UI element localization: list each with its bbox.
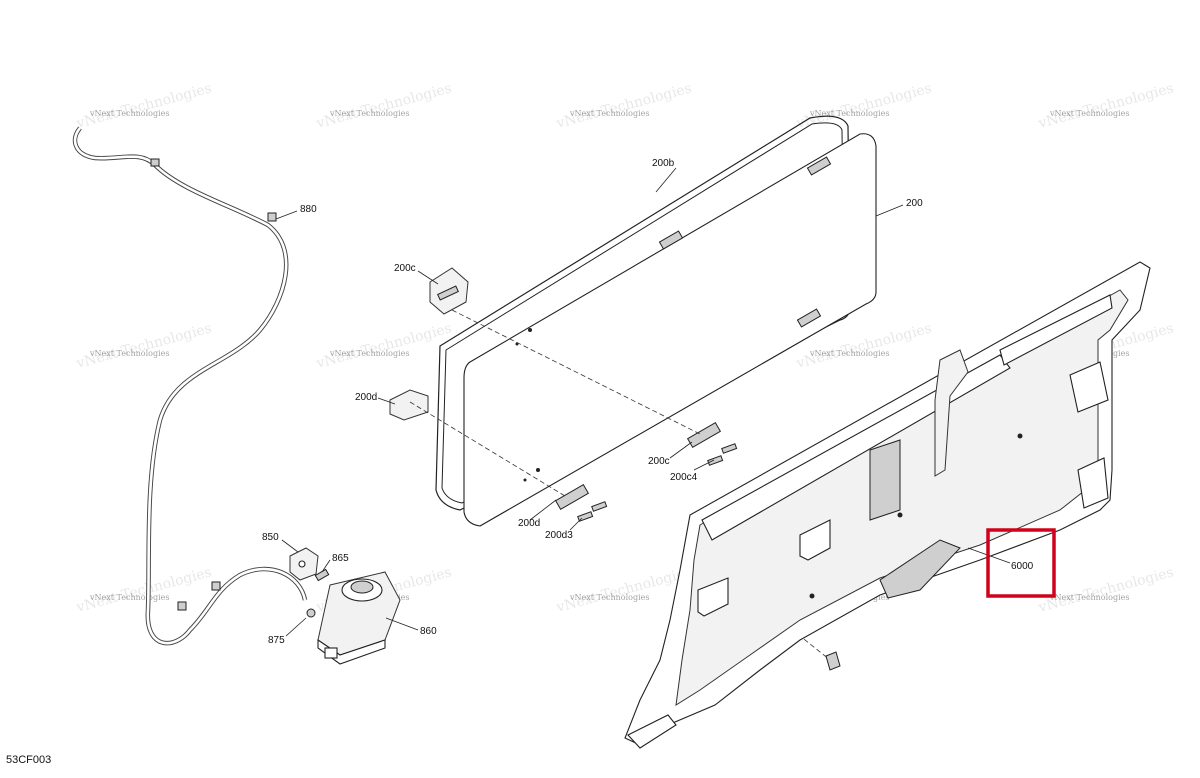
latch-plate-200d bbox=[554, 483, 590, 511]
window-latch-slot bbox=[806, 156, 832, 176]
latch-200d-top bbox=[389, 389, 429, 421]
callout-850: 850 bbox=[262, 532, 279, 543]
hose-clamp bbox=[211, 581, 221, 591]
watermark-text: vNext Technologies bbox=[554, 80, 693, 132]
watermark-text: vNext Technologies bbox=[1049, 109, 1129, 118]
highlight-6000[interactable]: 6000 bbox=[986, 528, 1056, 598]
callout-labels: 200b 200 200c 200d 200c 200c4 200d 200d3… bbox=[262, 158, 923, 646]
watermark: vNext Technologies vNext Technologies bbox=[1036, 80, 1175, 132]
callout-200c-top: 200c bbox=[394, 263, 416, 274]
reservoir-860 bbox=[317, 571, 401, 665]
watermark-text: vNext Technologies bbox=[809, 109, 889, 118]
watermark: vNext Technologies vNext Technologies bbox=[794, 80, 933, 132]
watermark-text: vNext Technologies bbox=[89, 593, 169, 602]
diagram-code: 53CF003 bbox=[6, 754, 52, 766]
callout-200d3: 200d3 bbox=[545, 530, 573, 541]
watermark: vNext Technologies vNext Technologies bbox=[314, 80, 453, 132]
watermark-text: vNext Technologies bbox=[329, 109, 409, 118]
watermark: vNext Technologies vNext Technologies bbox=[74, 564, 213, 616]
hose-clamp bbox=[150, 158, 160, 167]
watermark-text: vNext Technologies bbox=[314, 320, 453, 372]
watermark-text: vNext Technologies bbox=[809, 349, 889, 358]
watermark-text: vNext Technologies bbox=[74, 320, 213, 372]
watermark-text: vNext Technologies bbox=[89, 349, 169, 358]
fastener bbox=[825, 651, 841, 671]
callout-6000[interactable]: 6000 bbox=[1011, 561, 1034, 572]
watermark-text: vNext Technologies bbox=[89, 109, 169, 118]
watermark: vNext Technologies vNext Technologies bbox=[74, 320, 213, 372]
watermark-text: vNext Technologies bbox=[314, 80, 453, 132]
callout-200c-bottom: 200c bbox=[648, 456, 670, 467]
callout-200b: 200b bbox=[652, 158, 675, 169]
watermark: vNext Technologies vNext Technologies bbox=[314, 320, 453, 372]
watermark: vNext Technologies vNext Technologies bbox=[74, 80, 213, 132]
watermark-text: vNext Technologies bbox=[74, 564, 213, 616]
callout-880: 880 bbox=[300, 204, 317, 215]
latch-200c-top bbox=[429, 267, 469, 315]
callout-200d-bottom: 200d bbox=[518, 518, 540, 529]
callout-200d-top: 200d bbox=[355, 392, 377, 403]
hose-880 bbox=[72, 126, 308, 646]
callout-200: 200 bbox=[906, 198, 923, 209]
watermark: vNext Technologies vNext Technologies bbox=[554, 80, 693, 132]
leader-lines bbox=[275, 167, 1011, 637]
hose-clamp bbox=[267, 212, 277, 222]
watermark-text: vNext Technologies bbox=[569, 593, 649, 602]
callout-200c4: 200c4 bbox=[670, 472, 698, 483]
back-panel-6000 bbox=[624, 261, 1151, 749]
window-latch-slot bbox=[658, 230, 684, 250]
watermark: vNext Technologies vNext Technologies bbox=[1036, 564, 1175, 616]
nut-875 bbox=[306, 608, 316, 618]
callout-860: 860 bbox=[420, 626, 437, 637]
watermark-text: vNext Technologies bbox=[569, 109, 649, 118]
hose-clamp bbox=[177, 601, 187, 611]
callout-875: 875 bbox=[268, 635, 285, 646]
latch-plate-200c bbox=[686, 421, 722, 449]
screw-865 bbox=[314, 568, 330, 582]
watermark-text: vNext Technologies bbox=[74, 80, 213, 132]
window-latch-slot bbox=[796, 308, 822, 328]
highlight-box[interactable] bbox=[986, 528, 1056, 598]
watermark-text: vNext Technologies bbox=[1049, 593, 1129, 602]
bracket-850 bbox=[289, 547, 319, 581]
watermark-text: vNext Technologies bbox=[1036, 564, 1175, 616]
watermark-text: vNext Technologies bbox=[794, 80, 933, 132]
watermark-text: vNext Technologies bbox=[1036, 80, 1175, 132]
callout-865: 865 bbox=[332, 553, 349, 564]
window-glass-200 bbox=[463, 133, 877, 527]
screws-200c4 bbox=[707, 443, 738, 466]
watermark-text: vNext Technologies bbox=[329, 349, 409, 358]
